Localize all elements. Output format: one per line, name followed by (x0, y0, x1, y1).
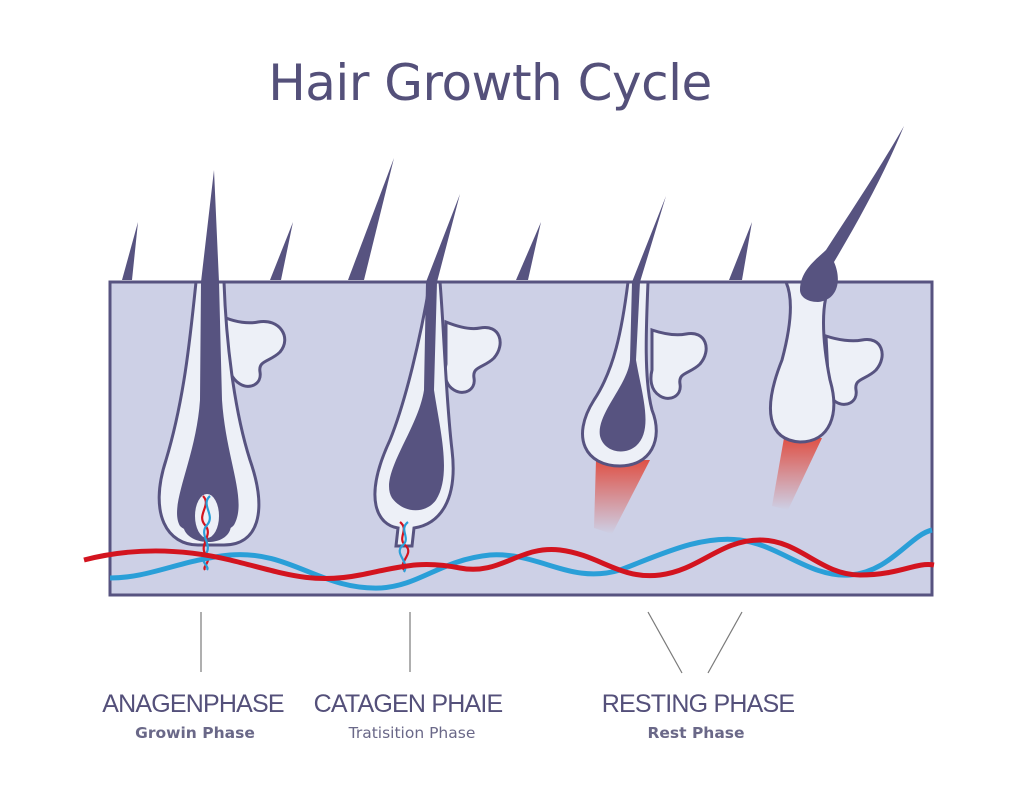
shed-hair (800, 126, 904, 302)
surface-hair (270, 222, 293, 280)
hair-shaft (389, 194, 460, 511)
artery-vessel (83, 537, 935, 582)
hair-shaft (177, 170, 239, 530)
sebaceous-gland (443, 319, 502, 394)
capillary-blue (202, 495, 211, 571)
phase-label-resting: RESTING PHASE (601, 690, 795, 718)
phase-label-catagen: CATAGEN PHAIE (313, 690, 504, 718)
leader-line-resting-right (707, 611, 743, 674)
dermal-papilla (195, 494, 219, 538)
phase-label-anagen: ANAGENPHASE (102, 690, 284, 718)
surface-hair (348, 158, 394, 280)
surface-hair (729, 222, 752, 280)
sebaceous-gland (224, 315, 287, 388)
phase-sublabel-resting: Rest Phase (647, 724, 745, 742)
follicle-sheath (768, 280, 836, 444)
sebaceous-gland (649, 327, 708, 400)
resting-follicle-shedding (768, 126, 904, 510)
red-glow (772, 438, 822, 510)
phase-sublabel-anagen: Growin Phase (135, 724, 255, 742)
leader-line-resting-left (647, 611, 683, 674)
surface-hairs (122, 158, 752, 280)
surface-hair (122, 222, 138, 280)
capillary-blue (398, 521, 409, 573)
red-glow (594, 460, 650, 534)
resting-follicle-early (581, 196, 708, 534)
hair-shaft (599, 196, 666, 452)
catagen-follicle (373, 194, 502, 573)
phase-sublabel-catagen: Tratisition Phase (348, 724, 476, 742)
anagen-follicle (157, 170, 287, 571)
vein-vessel (109, 527, 933, 591)
diagram-title: Hair Growth Cycle (268, 54, 712, 112)
surface-hair (516, 222, 541, 280)
